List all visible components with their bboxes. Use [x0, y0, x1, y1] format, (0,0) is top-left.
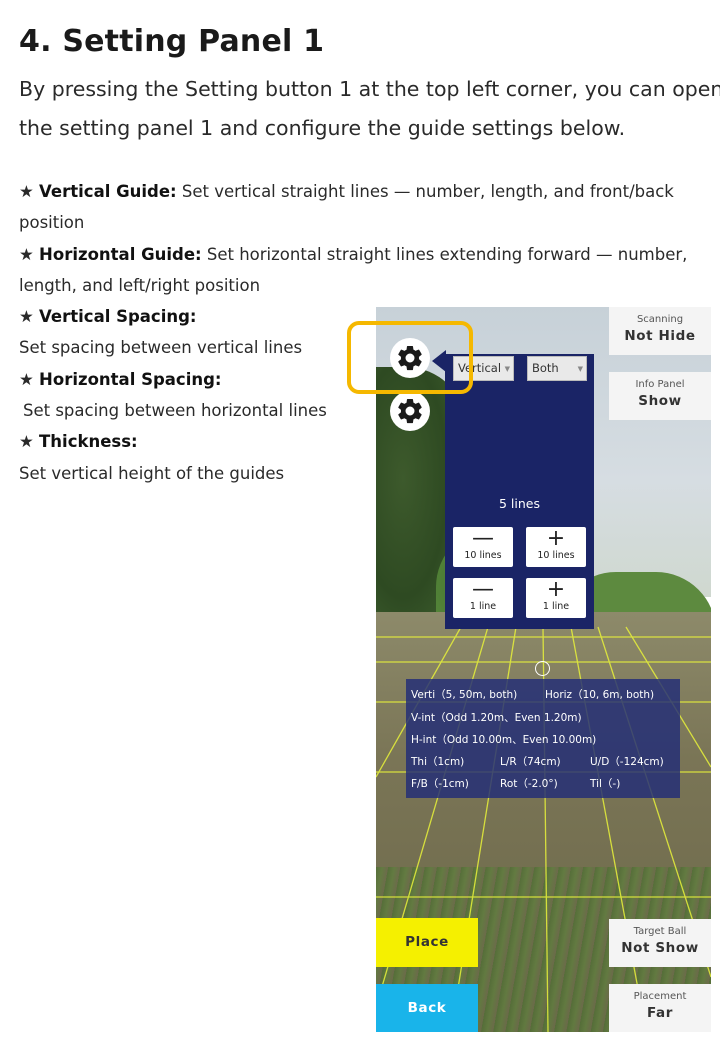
- back-button[interactable]: Back: [376, 984, 478, 1032]
- info-panel: Verti（5, 50m, both) Horiz（10, 6m, both) …: [406, 679, 680, 798]
- plus-10-lines-button[interactable]: +10 lines: [526, 527, 586, 567]
- info-fb: F/B（-1cm): [411, 778, 469, 790]
- info-thi: Thi（1cm): [411, 756, 465, 768]
- chevron-down-icon: ▼: [504, 365, 510, 373]
- feature-thickness: ★ Thickness:: [19, 426, 679, 457]
- chevron-down-icon: ▼: [577, 365, 583, 373]
- gear-icon: [398, 345, 422, 371]
- app-screenshot: Vertical▼ Both▼ 5 lines —10 lines +10 li…: [376, 307, 711, 1032]
- page-title: 4. Setting Panel 1: [19, 24, 325, 59]
- info-h-int: H-int（Odd 10.00m、Even 10.00m): [411, 734, 597, 746]
- intro-line-1: By pressing the Setting button 1 at the …: [19, 77, 720, 101]
- lines-count-label: 5 lines: [499, 496, 540, 511]
- info-ud: U/D（-124cm): [590, 756, 664, 768]
- feature-text: Set spacing between vertical lines: [19, 338, 303, 358]
- star-icon: ★: [19, 244, 34, 264]
- feature-label: Vertical Spacing:: [39, 307, 197, 327]
- feature-label: Horizontal Guide:: [39, 244, 202, 264]
- plus-1-line-button[interactable]: +1 line: [526, 578, 586, 618]
- star-icon: ★: [19, 182, 34, 201]
- feature-horizontal-spacing: ★ Horizontal Spacing:: [19, 364, 679, 395]
- info-til: Til（-): [590, 778, 621, 790]
- feature-text: Set horizontal straight lines extending …: [201, 244, 688, 264]
- info-horiz: Horiz（10, 6m, both): [545, 689, 655, 701]
- minus-icon: —: [472, 526, 494, 551]
- feature-text-cont: length, and left/right position: [19, 275, 261, 295]
- gear-icon: [398, 398, 422, 424]
- minus-1-line-button[interactable]: —1 line: [453, 578, 513, 618]
- star-icon: ★: [19, 369, 34, 389]
- intro-line-2: the setting panel 1 and configure the gu…: [19, 116, 626, 140]
- plus-icon: +: [546, 526, 566, 551]
- star-icon: ★: [19, 432, 34, 452]
- info-v-int: V-int（Odd 1.20m、Even 1.20m): [411, 712, 582, 724]
- setting-button-2[interactable]: [390, 391, 430, 431]
- settings-panel: Vertical▼ Both▼ 5 lines —10 lines +10 li…: [445, 354, 594, 629]
- minus-10-lines-button[interactable]: —10 lines: [453, 527, 513, 567]
- info-lr: L/R（74cm): [500, 756, 561, 768]
- feature-text-cont: position: [19, 213, 85, 233]
- feature-vertical-spacing: ★ Vertical Spacing:: [19, 301, 679, 332]
- feature-label: Vertical Guide:: [39, 182, 177, 201]
- info-verti: Verti（5, 50m, both): [411, 689, 518, 701]
- feature-text: Set vertical height of the guides: [19, 463, 285, 483]
- place-button[interactable]: Place: [376, 918, 478, 967]
- feature-list: ★ Vertical Guide: Set vertical straight …: [19, 176, 687, 489]
- target-ball-icon: [535, 661, 550, 676]
- feature-text: Set vertical straight lines — number, le…: [176, 182, 674, 201]
- minus-icon: —: [472, 577, 494, 602]
- star-icon: ★: [19, 307, 34, 327]
- feature-text: Set spacing between horizontal lines: [23, 401, 327, 421]
- feature-vertical-guide: ★ Vertical Guide: Set vertical straight …: [19, 176, 679, 207]
- side-select[interactable]: Both▼: [527, 356, 587, 381]
- setting-button-1[interactable]: [390, 338, 430, 378]
- panel-pointer: [432, 350, 446, 372]
- setting-button-highlight: [347, 321, 473, 394]
- plus-icon: +: [546, 577, 566, 602]
- direction-select[interactable]: Vertical▼: [453, 356, 514, 381]
- feature-horizontal-guide: ★ Horizontal Guide: Set horizontal strai…: [19, 239, 687, 270]
- info-rot: Rot（-2.0°): [500, 778, 558, 790]
- intro-paragraph: By pressing the Setting button 1 at the …: [19, 70, 720, 148]
- feature-label: Horizontal Spacing:: [39, 369, 222, 389]
- feature-label: Thickness:: [39, 432, 138, 452]
